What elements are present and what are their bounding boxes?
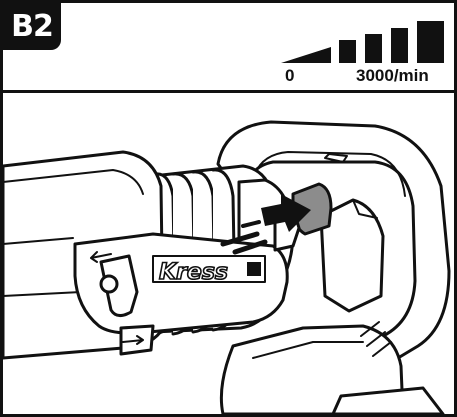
front-body-seam bbox=[3, 237, 74, 245]
front-body-lower-seam bbox=[3, 291, 82, 297]
foot-arrow bbox=[122, 335, 144, 345]
speed-ramp-step-4 bbox=[391, 28, 408, 63]
push-arrow-icon bbox=[220, 194, 311, 255]
blade-clamp-lever bbox=[99, 254, 139, 317]
lower-grip-inner bbox=[252, 341, 364, 359]
brand-logo-mark bbox=[247, 262, 261, 276]
speed-ramp-step-5 bbox=[417, 21, 444, 63]
front-body-top-line bbox=[3, 169, 144, 195]
push-arrow-dash-1 bbox=[220, 231, 260, 247]
speed-min-label: 0 bbox=[285, 66, 295, 85]
figure-label: B2 bbox=[3, 3, 61, 50]
rear-handle bbox=[216, 120, 451, 360]
trigger-notch bbox=[352, 199, 378, 219]
speed-ramp-step-1 bbox=[281, 47, 331, 63]
speed-ramp-step-2 bbox=[339, 40, 356, 63]
clamp-pivot bbox=[99, 274, 119, 294]
brand-logo-text: Kress bbox=[159, 260, 228, 285]
handle-inner-line bbox=[254, 151, 406, 197]
reciprocating-saw-drawing: Kress bbox=[3, 120, 451, 414]
nose-arrow bbox=[90, 251, 112, 263]
speed-max-label: 3000/min bbox=[356, 66, 429, 85]
speed-ramp-icon bbox=[281, 21, 444, 63]
trigger-housing bbox=[319, 198, 385, 313]
push-arrow-dash-3 bbox=[241, 220, 261, 228]
push-arrow-head bbox=[261, 194, 311, 232]
brand-plate bbox=[152, 255, 266, 283]
speed-ramp-step-3 bbox=[365, 34, 382, 63]
battery-rail bbox=[331, 386, 445, 414]
figure-header: B2 0 3000/min bbox=[3, 3, 454, 93]
tool-illustration: Kress bbox=[3, 96, 454, 414]
side-vent bbox=[360, 321, 392, 357]
handle-ridge bbox=[324, 153, 348, 163]
push-arrow-dash-2 bbox=[232, 239, 268, 255]
